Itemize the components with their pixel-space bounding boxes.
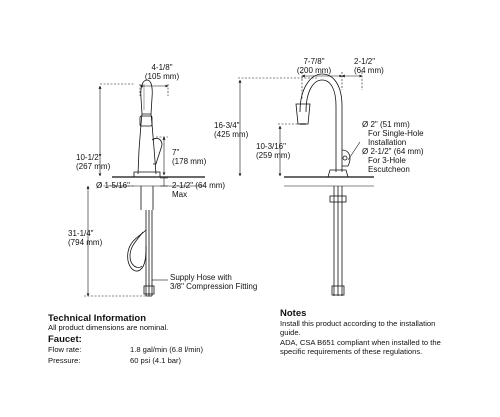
hose-length-dimension: 31-1/4" [68,229,94,238]
left-faucet-view [112,79,205,297]
right-faucet-view [284,73,374,296]
left-faucet-neck [137,113,157,175]
technical-info-subtitle: All product dimensions are nominal. [48,323,169,332]
spout-reach-mm: (200 mm) [296,66,332,75]
base-diameter-dimension: Ø 1-5/16" [96,181,130,190]
supply-hose-label-line1: Supply Hose with [170,273,232,282]
right-base [327,169,349,178]
escutcheon-offset-mm: (64 mm) [354,66,384,75]
overall-height-dimension: 16-3/4" [214,121,240,130]
left-hose-loop [127,229,147,272]
right-spray-head [295,103,311,125]
supply-hose-label-line2: 3/8" Compression Fitting [170,282,258,291]
overall-height-mm: (425 mm) [214,130,249,139]
left-handle [151,137,163,165]
right-handle [341,149,351,167]
hole-note-line4: Ø 2-1/2" (64 mm) [362,147,424,156]
technical-info-title: Technical Information [48,313,147,324]
right-spout-arch [299,73,343,172]
hole-note-line5: For 3-Hole [368,156,406,165]
spout-height-mm: (259 mm) [256,151,291,160]
spout-reach-dimension: 7-7/8" [303,57,325,66]
handle-height-dimension: 7" [172,148,180,157]
hole-note-line2: For Single-Hole [368,129,424,138]
reach-depth-dimension: 10-1/2" [76,153,102,162]
left-dimension-lines [84,83,169,297]
notes-line2: guide. [280,328,301,337]
notes-line4: specific requirements of these regulatio… [280,347,423,356]
pressure-value: 60 psi (4.1 bar) [130,356,182,365]
top-width-mm: (105 mm) [144,72,180,81]
faucet-heading: Faucet: [48,334,82,345]
notes-title: Notes [280,308,307,319]
hole-note-line6: Escutcheon [368,165,410,174]
deck-thickness-max: Max [172,190,188,199]
right-dimension-lines [238,72,363,177]
deck-thickness-dimension: 2-1/2" (64 mm) [172,181,226,190]
right-supply-hoses [333,186,343,296]
handle-height-mm: (178 mm) [172,157,207,166]
flow-rate-value: 1.8 gal/min (6.8 l/min) [130,345,204,354]
escutcheon-offset-dimension: 2-1/2" [354,57,376,66]
flow-rate-label: Flow rate: [48,345,82,354]
hole-note-line3: Installation [368,138,407,147]
notes-line3: ADA, CSA B651 compliant when installed t… [280,338,441,347]
notes-line1: Install this product according to the in… [280,319,436,328]
left-base [133,171,161,178]
left-supply-hose [145,210,153,296]
spout-height-dimension: 10-3/16" [256,142,286,151]
hose-length-mm: (794 mm) [68,238,103,247]
top-width-dimension: 4-1/8" [151,63,173,72]
left-spray-head [140,79,153,115]
reach-depth-mm: (267 mm) [76,162,111,171]
hole-note-line1: Ø 2" (51 mm) [362,120,410,129]
pressure-label: Pressure: [48,356,81,365]
